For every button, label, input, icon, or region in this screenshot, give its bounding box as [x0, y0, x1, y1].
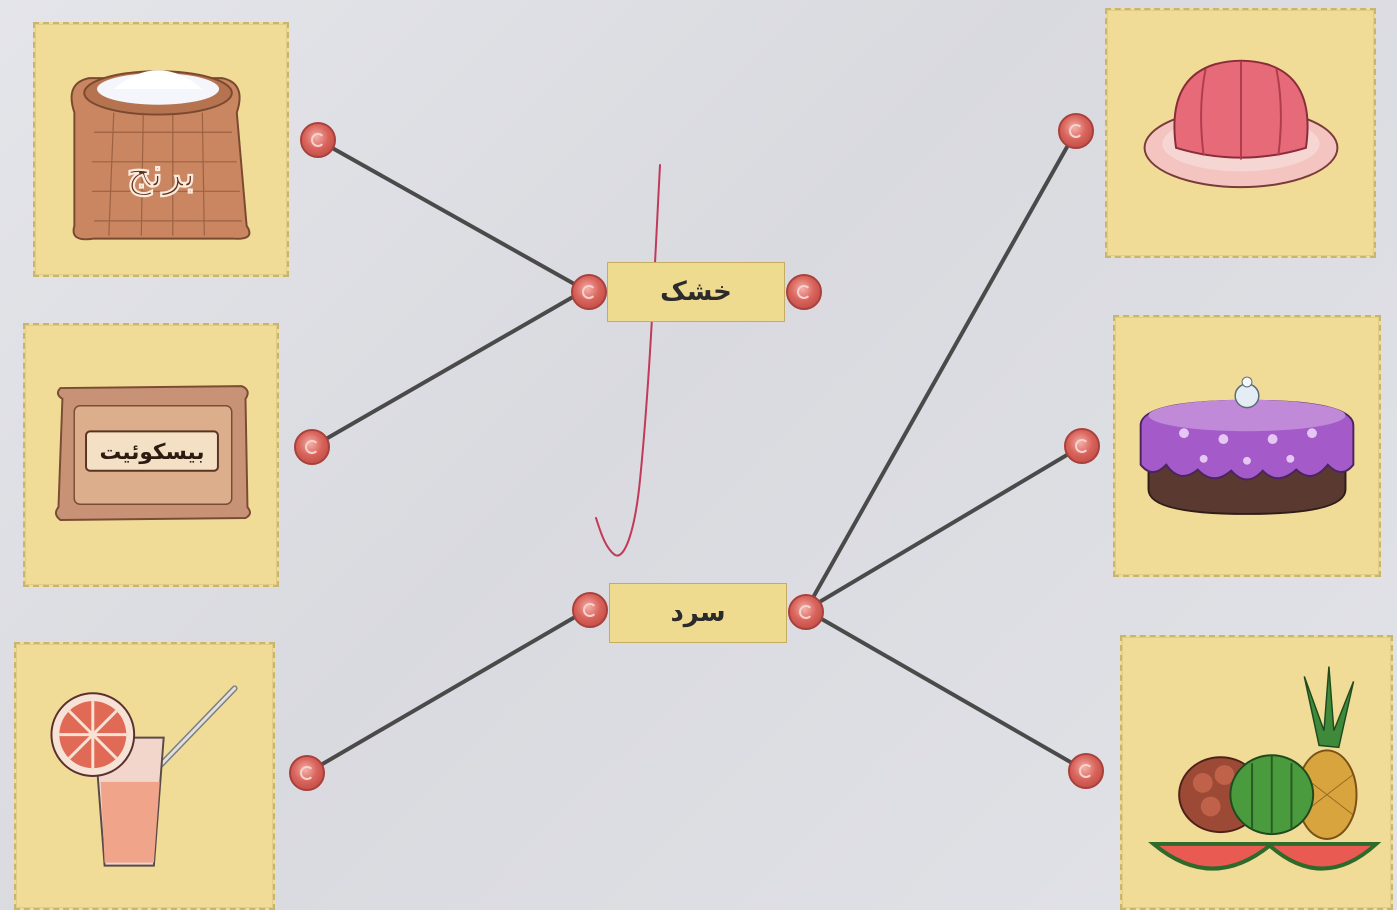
dot-biscuit[interactable]: [294, 429, 330, 465]
card-cake: [1113, 315, 1381, 577]
jelly-dessert-icon: [1143, 59, 1339, 189]
dot-jelly[interactable]: [1058, 113, 1094, 149]
dot-dry-right[interactable]: [786, 274, 822, 310]
card-juice: [14, 642, 275, 910]
card-biscuit: بیسکوئیت: [23, 323, 279, 587]
line-fruits-to-cold: [804, 608, 1088, 773]
line-jelly-to-cold: [804, 129, 1078, 612]
dot-juice[interactable]: [289, 755, 325, 791]
card-fruits: [1120, 635, 1393, 910]
dot-cold-right[interactable]: [788, 594, 824, 630]
card-jelly: [1105, 8, 1376, 258]
dot-cold-left[interactable]: [572, 592, 608, 628]
rice-sack-label: برنج: [126, 150, 195, 197]
dot-rice[interactable]: [300, 122, 336, 158]
dot-cake[interactable]: [1064, 428, 1100, 464]
cake-icon: [1139, 376, 1355, 515]
rice-sack-icon: برنج: [70, 70, 251, 241]
line-rice-to-dry: [316, 138, 587, 292]
line-biscuit-to-dry: [310, 288, 587, 449]
category-cold-label: سرد: [670, 598, 726, 628]
line-cake-to-cold: [804, 444, 1084, 612]
card-rice: برنج: [33, 22, 289, 277]
category-dry-label: خشک: [660, 277, 732, 307]
dot-fruits[interactable]: [1068, 753, 1104, 789]
pencil-check-mark: [595, 164, 661, 557]
line-juice-to-cold: [305, 608, 589, 775]
juice-glass-icon: [50, 685, 238, 867]
category-cold-box: سرد: [609, 583, 787, 643]
biscuit-pack-label: بیسکوئیت: [99, 440, 204, 465]
category-dry-box: خشک: [607, 262, 785, 322]
dot-dry-left[interactable]: [571, 274, 607, 310]
biscuit-pack-icon: بیسکوئیت: [54, 385, 251, 521]
fruits-icon: [1148, 666, 1382, 871]
